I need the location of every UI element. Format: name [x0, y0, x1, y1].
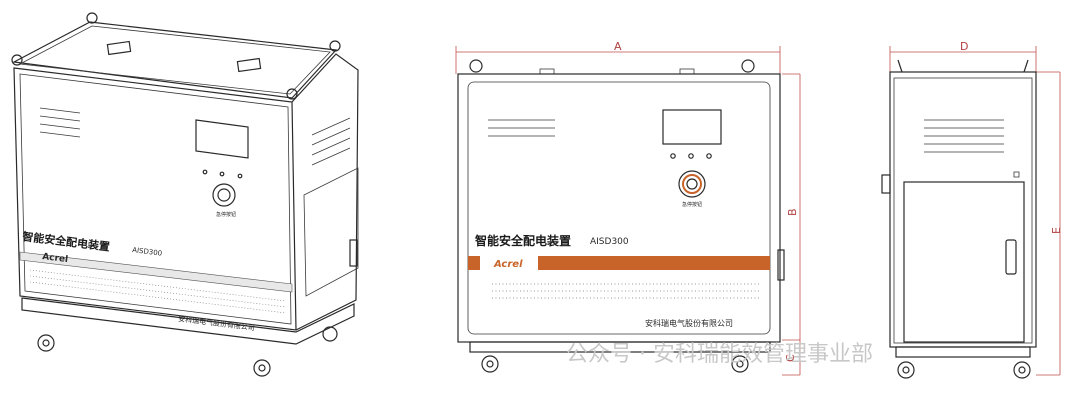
- dim-b-label: B: [786, 208, 799, 216]
- front-view: A B C 急停按钮 智能安全配电装置 AISD300 Acrel: [455, 40, 801, 376]
- dim-a-label: A: [614, 40, 622, 53]
- isometric-view: 急停按钮 智能安全配电装置 AISD300 Acrel 安科瑞电气股份有限公司: [11, 12, 359, 377]
- orange-stripe: [468, 256, 770, 270]
- iso-brand: Acrel: [42, 252, 69, 265]
- front-product-name: 智能安全配电装置: [474, 233, 571, 248]
- iso-company: 安科瑞电气股份有限公司: [178, 314, 256, 332]
- front-model: AISD300: [590, 237, 629, 247]
- dim-e-label: E: [1050, 227, 1063, 234]
- dim-c-label: C: [784, 354, 797, 362]
- front-knob-label: 急停按钮: [682, 201, 702, 208]
- iso-model: AISD300: [132, 246, 163, 258]
- watermark: 公众号 · 安科瑞能效管理事业部: [566, 342, 873, 367]
- iso-knob-label: 急停按钮: [216, 211, 236, 218]
- iso-product-name: 智能安全配电装置: [22, 229, 111, 254]
- front-brand: Acrel: [493, 259, 523, 270]
- front-company: 安科瑞电气股份有限公司: [645, 318, 733, 328]
- dim-d-label: D: [960, 40, 968, 53]
- side-view: D E: [881, 40, 1063, 379]
